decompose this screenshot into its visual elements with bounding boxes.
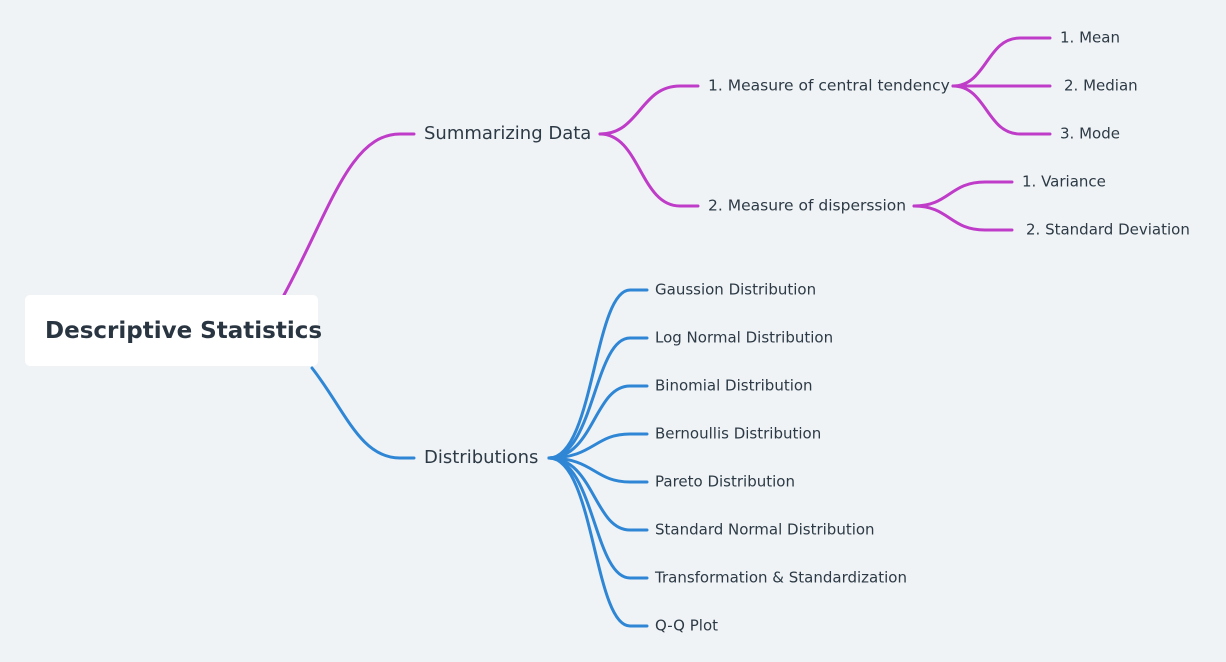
link-distributions-child: [547, 456, 649, 532]
link-distributions-child: [547, 288, 649, 460]
topic-dispersion[interactable]: 2. Measure of disperssion: [708, 196, 907, 215]
link-distributions-child: [547, 336, 649, 460]
topic-mode[interactable]: 3. Mode: [1060, 124, 1120, 143]
root-topic[interactable]: Descriptive Statistics: [25, 295, 322, 366]
link-summarizing-central: [598, 84, 700, 136]
topic-mean[interactable]: 1. Mean: [1060, 28, 1120, 47]
topic-standard-deviation[interactable]: 2. Standard Deviation: [1026, 220, 1190, 239]
topic-summarizing-data[interactable]: Summarizing Data: [424, 123, 592, 144]
topic-central-tendency[interactable]: 1. Measure of central tendency: [708, 76, 950, 95]
link-root-distributions: [310, 366, 416, 460]
link-dispersion-stddev: [912, 204, 1014, 232]
topic-distributions[interactable]: Distributions: [424, 447, 539, 468]
link-distributions-child: [547, 384, 649, 460]
link-summarizing-dispersion: [598, 132, 700, 208]
topic-binomial-distribution[interactable]: Binomial Distribution: [655, 376, 813, 395]
link-distributions-child: [547, 456, 649, 580]
topic-variance[interactable]: 1. Variance: [1022, 172, 1106, 191]
link-distributions-child: [547, 456, 649, 628]
topic-transformation-standardization[interactable]: Transformation & Standardization: [655, 568, 907, 587]
topic-qq-plot[interactable]: Q-Q Plot: [655, 616, 719, 635]
topic-standard-normal-distribution[interactable]: Standard Normal Distribution: [655, 520, 875, 539]
link-dispersion-variance: [912, 180, 1014, 208]
root-topic-label: Descriptive Statistics: [45, 317, 323, 344]
topic-median[interactable]: 2. Median: [1064, 76, 1138, 95]
topic-pareto-distribution[interactable]: Pareto Distribution: [655, 472, 795, 491]
link-central-mode: [951, 84, 1052, 136]
topic-gaussion-distribution[interactable]: Gaussion Distribution: [655, 280, 817, 299]
topic-log-normal-distribution[interactable]: Log Normal Distribution: [655, 328, 834, 347]
topic-bernoullis-distribution[interactable]: Bernoullis Distribution: [655, 424, 822, 443]
link-root-summarizing: [282, 132, 416, 297]
link-distributions-child: [547, 456, 649, 484]
link-distributions-child: [547, 432, 649, 460]
link-central-mean: [951, 36, 1052, 88]
